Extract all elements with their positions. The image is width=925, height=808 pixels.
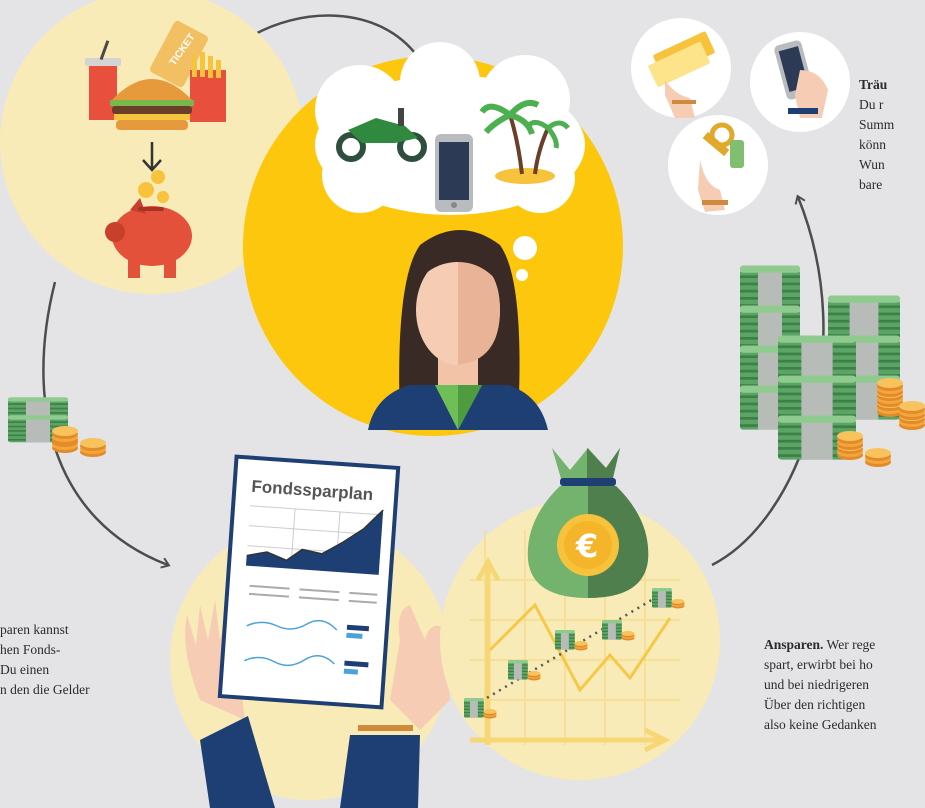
keys-circle	[668, 115, 768, 215]
phone-in-hand-icon	[774, 40, 828, 118]
text-line: spart, erwirbt bei ho	[764, 657, 873, 672]
keys-in-hand-icon	[698, 122, 744, 212]
text-dreams-heading: Träu	[859, 77, 888, 92]
text-line: n den die Gelder	[0, 682, 90, 697]
euro-symbol: €	[575, 527, 598, 565]
growth-axis-right-arrow	[470, 727, 671, 753]
text-line: Du r	[859, 97, 884, 112]
hand-ok-icon	[340, 605, 450, 808]
text-line: Über den richtigen	[764, 697, 866, 712]
down-arrow-icon	[142, 142, 162, 172]
money-bag-icon: €	[527, 448, 649, 598]
text-block-saving: Ansparen. Wer rege spart, erwirbt bei ho…	[764, 635, 876, 735]
text-line: paren kannst	[0, 622, 69, 637]
palm-island-icon	[479, 100, 570, 184]
market-fluctuation-line	[488, 602, 672, 693]
text-saving-heading: Ansparen.	[764, 637, 824, 652]
fast-food-icon: TICKET	[85, 20, 226, 130]
money-pile-large	[740, 265, 925, 467]
text-line: Wer rege	[826, 637, 876, 652]
text-line: Wun	[859, 157, 885, 172]
text-block-dreams: Träu Du r Summ könn Wun bare	[859, 75, 894, 195]
motorcycle-icon	[336, 108, 427, 162]
fondssparplan-document: Fondssparplan	[217, 454, 401, 710]
tickets-in-hand-icon	[648, 31, 715, 118]
text-line: bare	[859, 177, 883, 192]
text-line: Du einen	[0, 662, 50, 677]
text-block-savings-plan: paren kannst hen Fonds- Du einen n den d…	[0, 620, 90, 700]
piggy-bank-icon	[105, 198, 192, 278]
text-line: könn	[859, 137, 886, 152]
arrow-top	[242, 14, 420, 58]
saving-growth-circle	[440, 500, 720, 780]
text-line: also keine Gedanken	[764, 717, 877, 732]
text-line: hen Fonds-	[0, 642, 61, 657]
text-line: Summ	[859, 117, 895, 132]
text-line: und bei niedrigeren	[764, 677, 869, 692]
woman-avatar	[368, 230, 548, 430]
savings-trend-dotted-line	[474, 593, 661, 707]
smartphone-icon	[435, 134, 473, 212]
cash-stack-small	[8, 397, 106, 457]
coins-falling-icon	[138, 170, 169, 203]
